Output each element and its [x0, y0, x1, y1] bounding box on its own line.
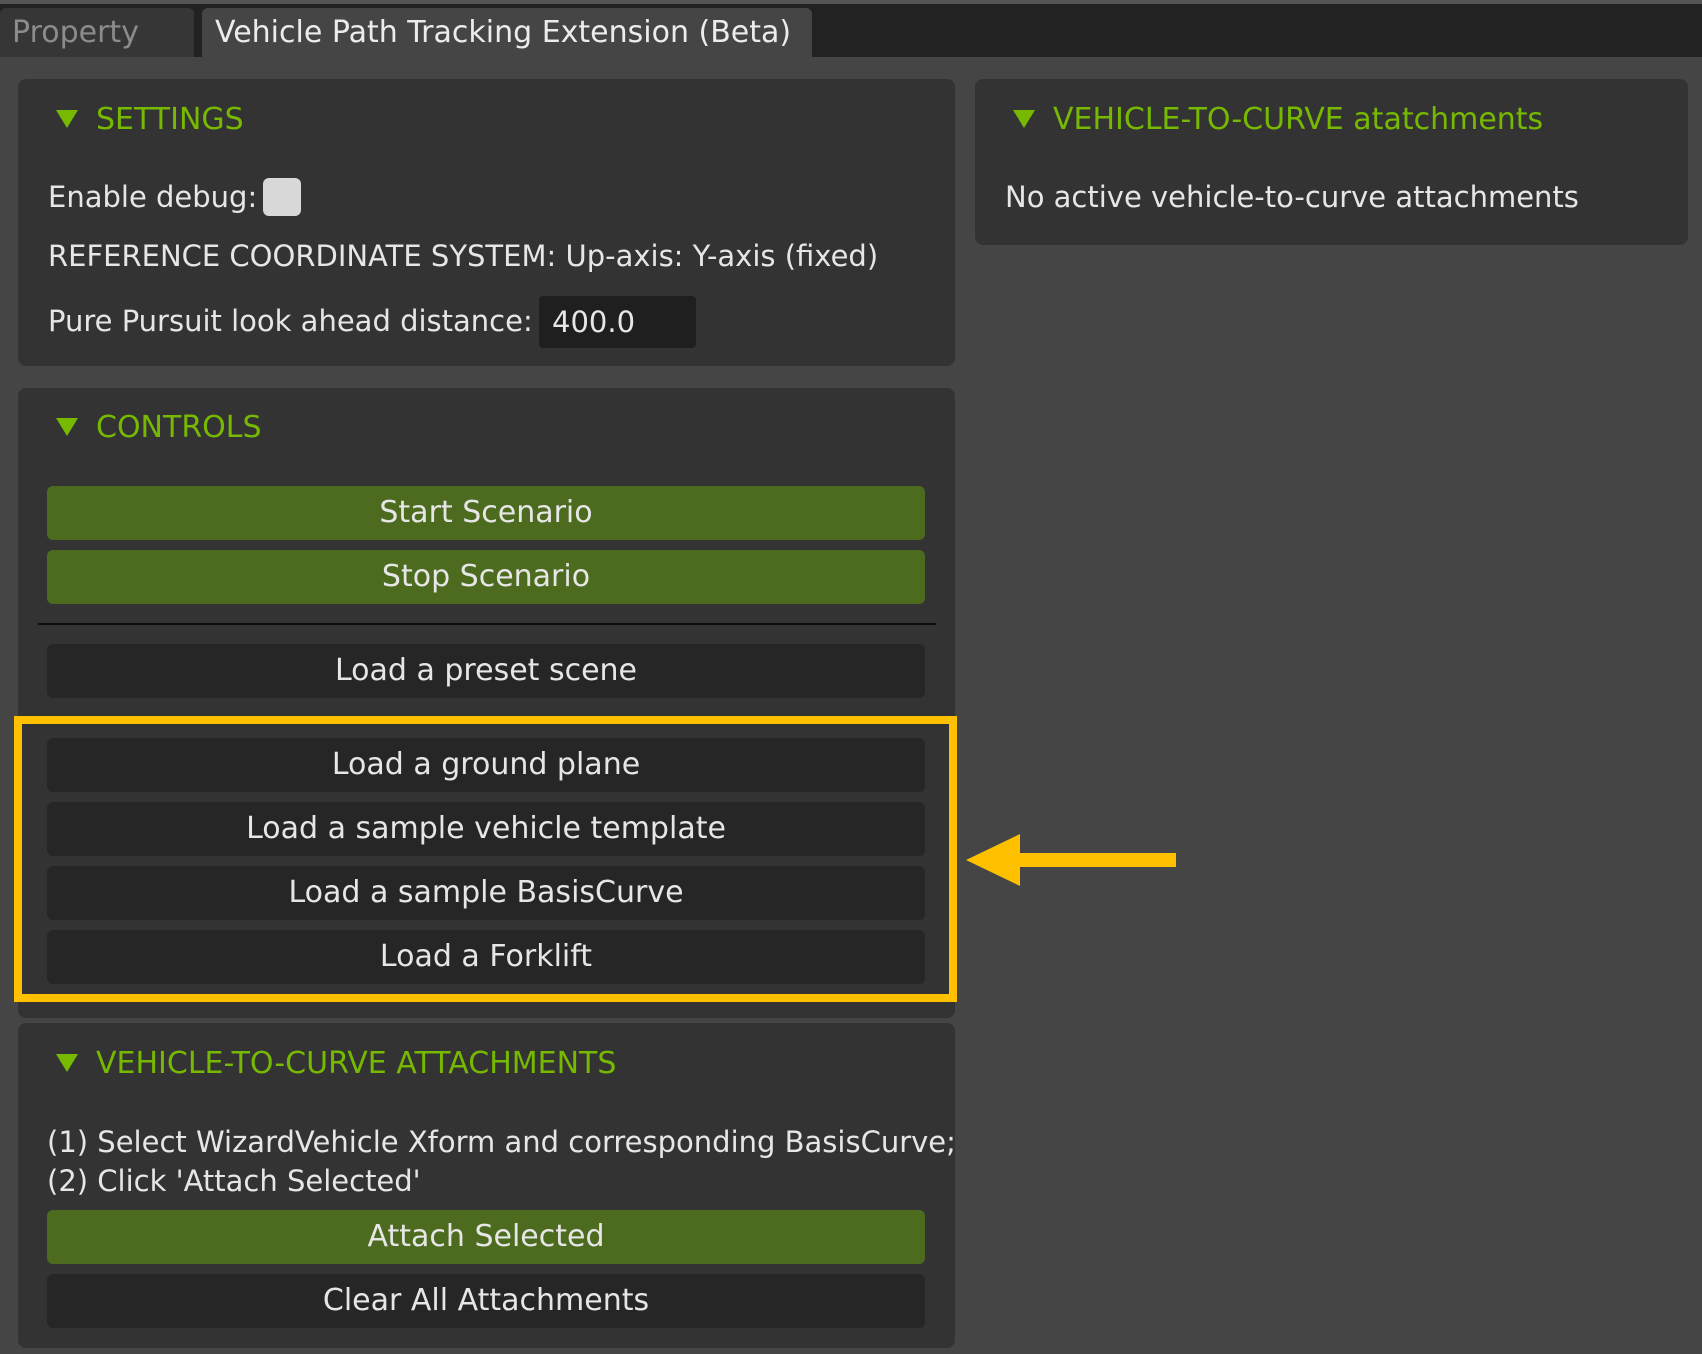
attachments-instruction-line1: (1) Select WizardVehicle Xform and corre…	[47, 1125, 956, 1159]
tab-property[interactable]: Property	[0, 8, 194, 57]
attach-selected-button[interactable]: Attach Selected	[47, 1210, 925, 1264]
load-ground-plane-button[interactable]: Load a ground plane	[47, 738, 925, 792]
collapse-triangle-icon	[56, 110, 78, 128]
load-basis-curve-button[interactable]: Load a sample BasisCurve	[47, 866, 925, 920]
attachments-panel: VEHICLE-TO-CURVE ATTACHMENTS (1) Select …	[18, 1023, 956, 1348]
settings-title: SETTINGS	[96, 101, 244, 137]
right-attachments-panel: VEHICLE-TO-CURVE atatchments No active v…	[975, 79, 1688, 245]
collapse-triangle-icon	[56, 1054, 78, 1072]
right-attachments-title: VEHICLE-TO-CURVE atatchments	[1053, 101, 1544, 137]
stop-scenario-button[interactable]: Stop Scenario	[47, 550, 925, 604]
controls-panel: CONTROLS Start Scenario Stop Scenario Lo…	[18, 388, 955, 1018]
tab-bar: Property Vehicle Path Tracking Extension…	[0, 4, 1702, 57]
attachments-title: VEHICLE-TO-CURVE ATTACHMENTS	[96, 1045, 617, 1081]
no-attachments-text: No active vehicle-to-curve attachments	[1005, 180, 1579, 214]
attachments-instruction-line2: (2) Click 'Attach Selected'	[47, 1164, 421, 1198]
settings-header[interactable]: SETTINGS	[56, 99, 244, 139]
collapse-triangle-icon	[1013, 110, 1035, 128]
highlight-box	[14, 716, 957, 1002]
clear-all-attachments-button[interactable]: Clear All Attachments	[47, 1274, 925, 1328]
enable-debug-checkbox[interactable]	[263, 178, 301, 216]
controls-separator	[38, 623, 936, 625]
right-attachments-header[interactable]: VEHICLE-TO-CURVE atatchments	[1013, 99, 1543, 139]
top-border	[0, 0, 1702, 4]
lookahead-distance-field[interactable]: 400.0	[539, 296, 696, 348]
collapse-triangle-icon	[56, 418, 78, 436]
reference-coordinate-text: REFERENCE COORDINATE SYSTEM: Up-axis: Y-…	[48, 239, 879, 273]
lookahead-distance-label: Pure Pursuit look ahead distance:	[48, 304, 533, 338]
controls-title: CONTROLS	[96, 409, 262, 445]
arrow-left-icon	[966, 834, 1176, 886]
attachments-header[interactable]: VEHICLE-TO-CURVE ATTACHMENTS	[56, 1043, 616, 1083]
load-vehicle-template-button[interactable]: Load a sample vehicle template	[47, 802, 925, 856]
tab-vehicle-path-tracking[interactable]: Vehicle Path Tracking Extension (Beta)	[202, 8, 812, 57]
controls-header[interactable]: CONTROLS	[56, 407, 262, 447]
load-forklift-button[interactable]: Load a Forklift	[47, 930, 925, 984]
start-scenario-button[interactable]: Start Scenario	[47, 486, 925, 540]
enable-debug-label: Enable debug:	[48, 180, 258, 214]
settings-panel: SETTINGS Enable debug: REFERENCE COORDIN…	[18, 79, 955, 366]
load-preset-scene-button[interactable]: Load a preset scene	[47, 644, 925, 698]
